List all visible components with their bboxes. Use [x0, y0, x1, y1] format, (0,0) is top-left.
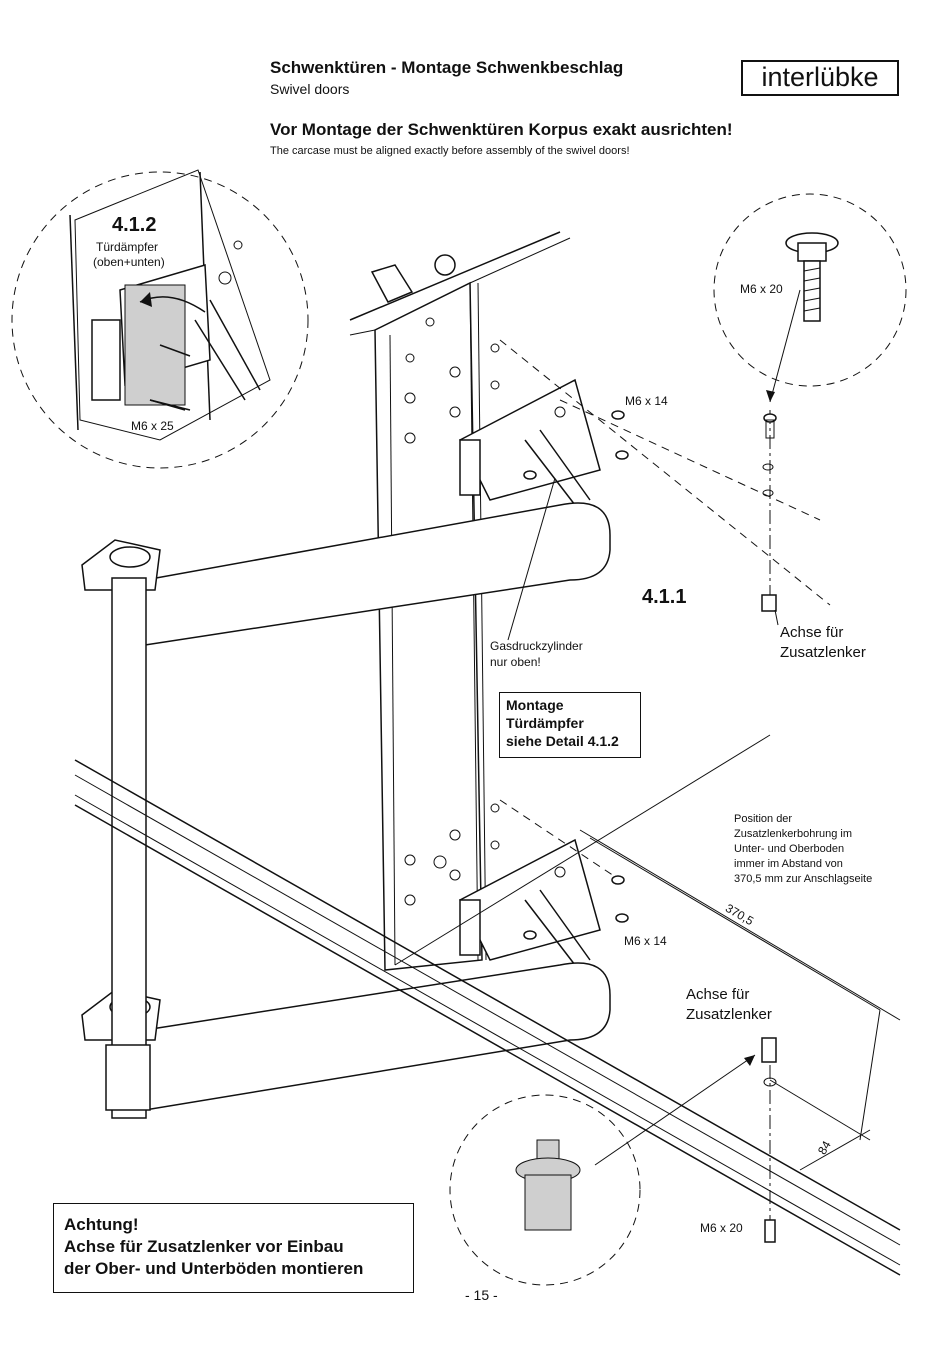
axle-label-lower-line1: Achse für — [686, 986, 750, 1003]
screw-label-lower: M6 x 14 — [624, 934, 667, 948]
achtung-line2: Achse für Zusatzlenker vor Einbau — [64, 1237, 344, 1256]
achtung-line3: der Ober- und Unterböden montieren — [64, 1259, 364, 1278]
upper-door-arm — [81, 502, 611, 646]
montage-line3: siehe Detail 4.1.2 — [506, 733, 619, 749]
detail-screw-top-drawing — [713, 193, 907, 403]
lower-hinge — [458, 838, 601, 966]
page-subtitle: Swivel doors — [270, 81, 350, 97]
montage-info-box: Montage Türdämpfer siehe Detail 4.1.2 — [499, 692, 641, 758]
detail-4-1-2-drawing — [11, 169, 309, 469]
detail-4-1-2-label-line2: (oben+unten) — [93, 255, 165, 269]
position-note: Position der Zusatzlenkerbohrung im Unte… — [734, 812, 872, 887]
cabinet-side-panel — [349, 231, 571, 971]
detail-4-1-2-label-line1: Türdämpfer — [96, 240, 159, 254]
screws — [149, 344, 777, 1243]
warning-heading: Vor Montage der Schwenktüren Korpus exak… — [270, 120, 733, 139]
lower-door-arm — [81, 962, 611, 1111]
montage-line1: Montage — [506, 697, 564, 713]
screw-label-upper: M6 x 14 — [625, 394, 668, 408]
detail-axle-bottom-drawing — [449, 1054, 756, 1286]
achtung-line1: Achtung! — [64, 1215, 139, 1234]
achtung-warning-box: Achtung! Achse für Zusatzlenker vor Einb… — [53, 1203, 414, 1293]
position-note-line2: Zusatzlenkerbohrung im — [734, 828, 853, 840]
leader-lines — [507, 477, 779, 641]
vertical-pole — [105, 577, 151, 1119]
detail-4-1-1-number: 4.1.1 — [642, 586, 687, 608]
axle-label-upper-line1: Achse für — [780, 624, 844, 641]
upper-hinge — [458, 378, 601, 506]
position-note-line4: immer im Abstand von — [734, 858, 843, 870]
detail-screw-top-label: M6 x 20 — [740, 282, 783, 296]
montage-line2: Türdämpfer — [506, 715, 584, 731]
page-title: Schwenktüren - Montage Schwenkbeschlag — [270, 58, 624, 77]
detail-4-1-2-screw-label: M6 x 25 — [131, 419, 174, 433]
position-note-line5: 370,5 mm zur Anschlagseite — [734, 873, 873, 885]
warning-subheading: The carcase must be aligned exactly befo… — [270, 145, 630, 157]
axle-label-upper-line2: Zusatzlenker — [780, 644, 866, 661]
page-number: - 15 - — [465, 1287, 498, 1303]
detail-4-1-2-number: 4.1.2 — [112, 214, 157, 236]
gas-cylinder-label-line1: Gasdruckzylinder — [490, 639, 583, 653]
brand-logo: interlübke — [741, 60, 899, 96]
floor-rails — [74, 734, 901, 1276]
axle-label-lower-line2: Zusatzlenker — [686, 1006, 772, 1023]
screw-label-bottom: M6 x 20 — [700, 1221, 743, 1235]
gas-cylinder-label-line2: nur oben! — [490, 655, 541, 669]
position-note-line3: Unter- und Oberboden — [734, 843, 845, 855]
assembly-dashed-lines — [499, 339, 901, 1230]
position-note-line1: Position der — [734, 813, 793, 825]
